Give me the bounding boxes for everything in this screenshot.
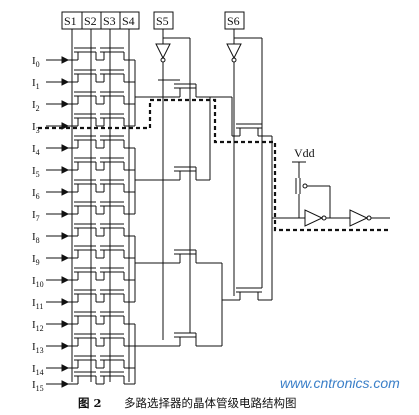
s5-inverter	[155, 37, 191, 84]
input-label: I7	[32, 209, 40, 223]
watermark-text: www.cntronics.com	[280, 375, 400, 391]
critical-path-dashed	[38, 98, 390, 232]
input-label: I10	[32, 275, 44, 289]
input-arrowhead	[61, 276, 70, 284]
first-stage-transistors	[68, 47, 136, 385]
select-label-s3: S3	[103, 14, 116, 28]
input-label: I5	[32, 165, 40, 179]
input-label: I15	[32, 379, 44, 393]
select-label-s1: S1	[64, 14, 77, 28]
input-arrowhead	[61, 166, 70, 174]
select-lines	[71, 29, 235, 382]
output-buffer	[292, 161, 390, 227]
input-arrowhead	[61, 364, 70, 372]
figure-number: 图 2	[78, 396, 102, 410]
figure-title: 多路选择器的晶体管级电路结构图	[124, 396, 297, 410]
input-arrowhead	[61, 380, 70, 388]
input-arrowhead	[61, 122, 70, 130]
input-label: I8	[32, 231, 40, 245]
input-label: I13	[32, 341, 44, 355]
input-arrowhead	[61, 56, 70, 64]
vdd-label: Vdd	[294, 146, 315, 160]
input-arrowhead	[61, 188, 70, 196]
input-label: I9	[32, 253, 40, 267]
input-label: I4	[32, 143, 40, 157]
second-stage	[135, 80, 232, 347]
select-label-s4: S4	[122, 14, 135, 28]
input-arrows	[46, 56, 70, 388]
select-label-s6: S6	[227, 14, 240, 28]
input-label: I6	[32, 187, 40, 201]
input-arrowhead	[61, 100, 70, 108]
input-arrowhead	[61, 320, 70, 328]
input-label: I0	[32, 55, 40, 69]
input-arrowhead	[61, 342, 70, 350]
s6-inverter	[226, 37, 263, 130]
input-arrowhead	[61, 78, 70, 86]
input-arrowhead	[61, 254, 70, 262]
input-arrowhead	[61, 232, 70, 240]
input-label: I3	[32, 121, 40, 135]
third-stage	[222, 97, 300, 301]
select-label-s2: S2	[84, 14, 97, 28]
input-label: I2	[32, 99, 40, 113]
input-arrowhead	[61, 210, 70, 218]
input-label: I14	[32, 363, 44, 377]
input-label: I11	[32, 297, 43, 311]
input-arrowhead	[61, 298, 70, 306]
input-label: I12	[32, 319, 44, 333]
select-label-s5: S5	[156, 14, 169, 28]
input-label: I1	[32, 77, 40, 91]
input-arrowhead	[61, 144, 70, 152]
